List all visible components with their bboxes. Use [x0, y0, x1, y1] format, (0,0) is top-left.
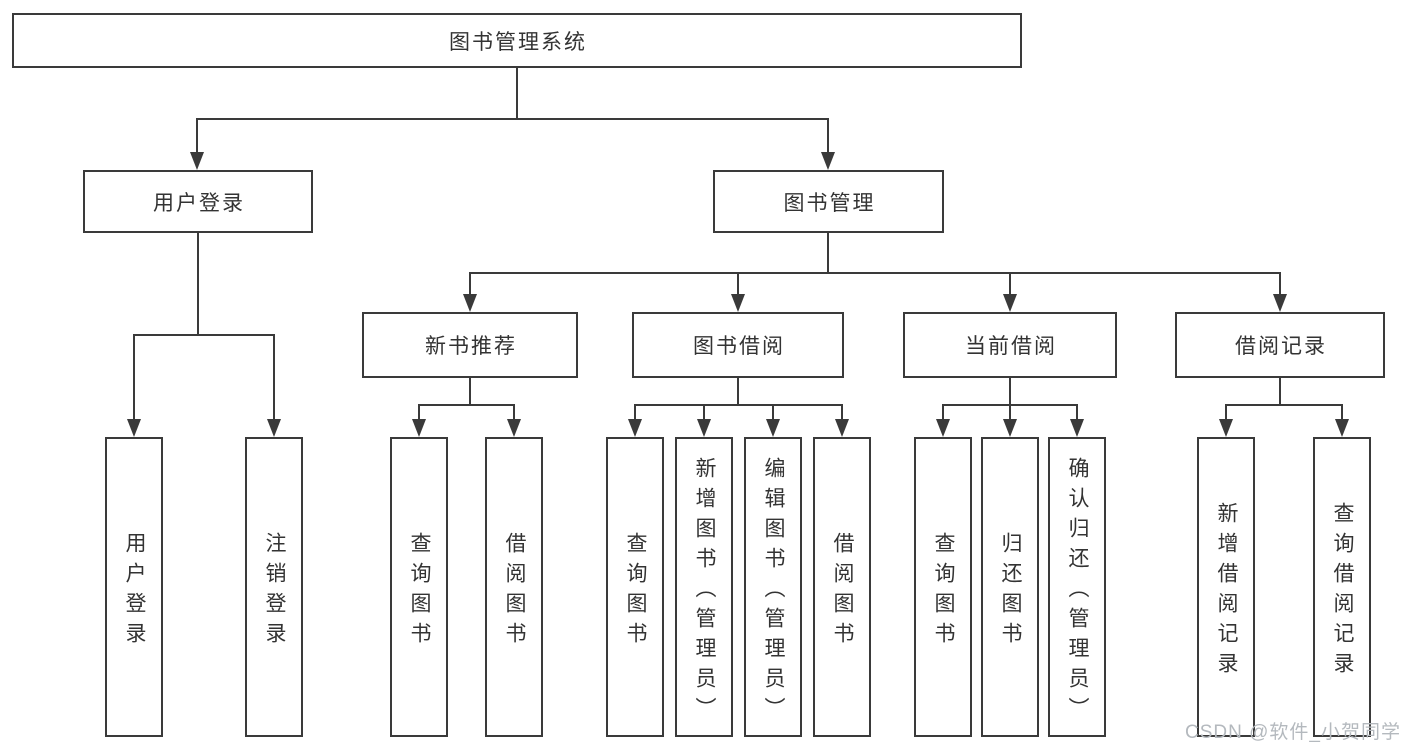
edge-stem-borrow-record — [1279, 272, 1281, 297]
edge-stem-query-record — [1341, 404, 1343, 421]
leaf-confirm-return-label: 确认归还（管理员） — [1066, 456, 1089, 727]
leaf-add-book: 新增图书（管理员） — [675, 437, 733, 737]
leaf-logout: 注销登录 — [245, 437, 303, 737]
leaf-edit-book-label: 编辑图书（管理员） — [762, 456, 785, 727]
arrowhead-query-book-2 — [628, 419, 642, 437]
leaf-query-record-label: 查询借阅记录 — [1331, 501, 1354, 682]
arrowhead-confirm-return — [1070, 419, 1084, 437]
leaf-borrow-book-1: 借阅图书 — [485, 437, 543, 737]
leaf-user-login: 用户登录 — [105, 437, 163, 737]
leaf-query-record: 查询借阅记录 — [1313, 437, 1371, 737]
node-book-borrow: 图书借阅 — [632, 312, 844, 378]
edge-stem-query-book-2 — [634, 404, 636, 421]
edge-stem-query-book-3 — [942, 404, 944, 421]
arrowhead-user-login — [190, 152, 204, 170]
leaf-borrow-book-1-label: 借阅图书 — [503, 531, 526, 652]
node-borrow-record-label: 借阅记录 — [1235, 335, 1327, 358]
arrowhead-book-mgmt — [821, 152, 835, 170]
edge-stem-query-book-1 — [418, 404, 420, 421]
edge-book-borrow-split — [634, 404, 842, 406]
leaf-query-book-3: 查询图书 — [914, 437, 972, 737]
edge-book-borrow-trunk — [737, 378, 739, 406]
edge-user-login-split — [133, 334, 275, 336]
edge-stem-add-record — [1225, 404, 1227, 421]
edge-stem-user-login — [196, 118, 198, 156]
edge-borrow-record-split — [1225, 404, 1343, 406]
edge-stem-book-mgmt — [827, 118, 829, 156]
csdn-watermark: CSDN @软件_小贺同学 — [1185, 722, 1401, 743]
leaf-query-book-2-label: 查询图书 — [624, 531, 647, 652]
leaf-confirm-return: 确认归还（管理员） — [1048, 437, 1106, 737]
arrowhead-borrow-record — [1273, 294, 1287, 312]
leaf-borrow-book-2-label: 借阅图书 — [831, 531, 854, 652]
edge-stem-current-borrow — [1009, 272, 1011, 297]
leaf-return-book: 归还图书 — [981, 437, 1039, 737]
edge-stem-return-book — [1009, 404, 1011, 421]
leaf-logout-label: 注销登录 — [263, 531, 286, 652]
leaf-add-book-label: 新增图书（管理员） — [693, 456, 716, 727]
node-user-login-label: 用户登录 — [153, 191, 245, 215]
node-new-book-rec: 新书推荐 — [362, 312, 578, 378]
leaf-add-record: 新增借阅记录 — [1197, 437, 1255, 737]
leaf-user-login-label: 用户登录 — [123, 531, 146, 652]
node-root-label: 图书管理系统 — [449, 30, 587, 54]
leaf-add-record-label: 新增借阅记录 — [1215, 501, 1238, 682]
leaf-query-book-1: 查询图书 — [390, 437, 448, 737]
edge-root-split — [196, 118, 829, 120]
edge-stem-borrow-book-2 — [841, 404, 843, 421]
edge-borrow-record-trunk — [1279, 378, 1281, 406]
leaf-query-book-1-label: 查询图书 — [408, 531, 431, 652]
edge-stem-leaf-user-login — [133, 334, 135, 421]
arrowhead-edit-book — [766, 419, 780, 437]
leaf-borrow-book-2: 借阅图书 — [813, 437, 871, 737]
arrowhead-leaf-logout — [267, 419, 281, 437]
edge-new-book-rec-trunk — [469, 378, 471, 406]
edge-stem-borrow-book-1 — [513, 404, 515, 421]
arrowhead-new-book-rec — [463, 294, 477, 312]
edge-stem-new-book-rec — [469, 272, 471, 297]
arrowhead-borrow-book-2 — [835, 419, 849, 437]
node-book-mgmt-label: 图书管理 — [783, 191, 876, 215]
arrowhead-query-book-3 — [936, 419, 950, 437]
arrowhead-leaf-user-login — [127, 419, 141, 437]
arrowhead-return-book — [1003, 419, 1017, 437]
leaf-return-book-label: 归还图书 — [999, 531, 1022, 652]
node-new-book-rec-label: 新书推荐 — [425, 335, 517, 358]
edge-stem-book-borrow — [737, 272, 739, 297]
leaf-query-book-3-label: 查询图书 — [932, 531, 955, 652]
node-current-borrow: 当前借阅 — [903, 312, 1117, 378]
edge-stem-leaf-logout — [273, 334, 275, 421]
edge-user-login-trunk — [197, 233, 199, 335]
edge-stem-confirm-return — [1076, 404, 1078, 421]
arrowhead-borrow-book-1 — [507, 419, 521, 437]
node-book-mgmt: 图书管理 — [713, 170, 944, 233]
node-root: 图书管理系统 — [12, 13, 1022, 68]
edge-book-mgmt-split — [469, 272, 1281, 274]
edge-new-book-rec-split — [418, 404, 515, 406]
leaf-edit-book: 编辑图书（管理员） — [744, 437, 802, 737]
arrowhead-query-record — [1335, 419, 1349, 437]
node-borrow-record: 借阅记录 — [1175, 312, 1385, 378]
leaf-query-book-2: 查询图书 — [606, 437, 664, 737]
edge-root-trunk — [516, 68, 518, 120]
arrowhead-book-borrow — [731, 294, 745, 312]
edge-book-mgmt-trunk — [827, 233, 829, 273]
arrowhead-query-book-1 — [412, 419, 426, 437]
node-user-login: 用户登录 — [83, 170, 313, 233]
arrowhead-add-book — [697, 419, 711, 437]
node-current-borrow-label: 当前借阅 — [965, 335, 1057, 358]
node-book-borrow-label: 图书借阅 — [693, 335, 785, 358]
edge-stem-edit-book — [772, 404, 774, 421]
arrowhead-current-borrow — [1003, 294, 1017, 312]
arrowhead-add-record — [1219, 419, 1233, 437]
edge-current-borrow-trunk — [1009, 378, 1011, 406]
edge-stem-add-book — [703, 404, 705, 421]
